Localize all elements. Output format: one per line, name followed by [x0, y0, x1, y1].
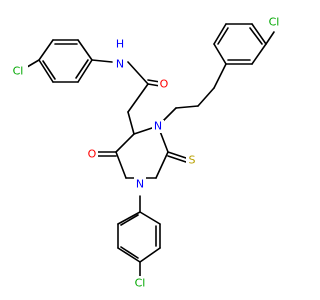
bond — [38, 59, 54, 83]
bond — [197, 87, 215, 107]
bond — [265, 31, 275, 45]
chlorine-text: Cl — [135, 277, 146, 290]
ring-nitrogen-1-label: N — [134, 177, 146, 191]
bond-inner — [120, 214, 139, 226]
bond — [251, 23, 267, 45]
amide-oxygen-label: O — [158, 77, 170, 91]
bond — [213, 43, 227, 65]
bond-inner — [217, 27, 229, 45]
bond — [77, 59, 93, 83]
bond — [251, 43, 267, 65]
bond — [139, 247, 161, 263]
bond — [127, 83, 149, 113]
ring-nitrogen-3-label: N — [152, 120, 164, 133]
ring-oxygen-label: O — [86, 147, 98, 161]
bond-inner — [249, 27, 263, 45]
molecule-canvas: Cl N H O N N O S Cl — [8, 15, 284, 290]
amide-nitrogen-label: N H — [114, 38, 126, 71]
bond-inner — [42, 60, 56, 80]
bond — [117, 211, 141, 225]
chlorine-label: Cl — [8, 63, 28, 78]
bond — [213, 63, 227, 89]
nitrogen-text: N — [116, 58, 124, 71]
nitrogen-text: N — [136, 178, 144, 191]
oxygen-text: O — [160, 78, 169, 91]
chlorine-text: Cl — [13, 65, 24, 78]
bond — [213, 23, 227, 45]
bond — [127, 111, 135, 135]
nitrogen-text: N — [154, 120, 162, 133]
bond-inner — [120, 246, 139, 259]
bond-inner — [75, 59, 89, 79]
bond — [77, 39, 93, 61]
hydrogen-text: H — [116, 38, 124, 51]
thione-sulfur-label: S — [186, 153, 198, 167]
chlorine-text: Cl — [269, 16, 280, 29]
bond — [115, 133, 135, 153]
oxygen-text: O — [88, 148, 97, 161]
bond — [139, 211, 161, 225]
sulfur-text: S — [189, 154, 196, 167]
chlorine-label: Cl — [264, 15, 284, 29]
bond — [38, 39, 54, 61]
atom-labels: Cl N H O N N O S Cl — [8, 15, 284, 290]
bond — [127, 61, 149, 85]
bond — [167, 155, 187, 163]
bond — [167, 151, 187, 159]
bond — [117, 247, 141, 263]
bond — [175, 105, 199, 109]
chlorine-label: Cl — [130, 276, 150, 290]
bonds — [21, 23, 275, 277]
bond — [115, 151, 127, 179]
molecule-structure: Cl N H O N N O S Cl — [8, 15, 284, 290]
bond — [91, 59, 113, 63]
bond — [155, 151, 169, 179]
